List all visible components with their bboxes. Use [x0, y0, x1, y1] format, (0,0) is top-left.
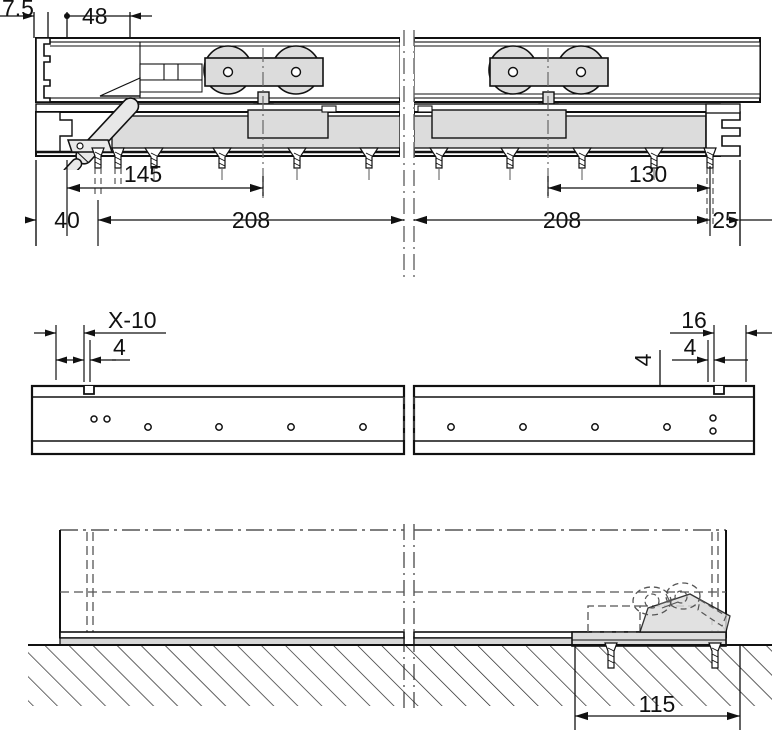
- drill-hole: [519, 423, 527, 431]
- dim-40-label: 40: [54, 207, 80, 233]
- drill-hole: [90, 415, 98, 423]
- drill-hole: [709, 414, 717, 422]
- screw: [643, 147, 665, 169]
- end-cap-right: [705, 111, 741, 157]
- dim-145-label: 145: [124, 161, 162, 187]
- drill-hole: [287, 423, 295, 431]
- dim-208-right-label: 208: [543, 207, 581, 233]
- dim-208-left-label: 208: [232, 207, 270, 233]
- fixing-screws-right: [428, 147, 717, 169]
- dim-4-vertical-label: 4: [630, 353, 656, 366]
- axle-hole: [290, 66, 302, 78]
- dim-145: 145: [66, 160, 264, 236]
- top-dimension-chain: 7.5 48: [0, 0, 152, 38]
- floor-guide-rail: [59, 631, 727, 647]
- top-view: 7.5 48: [0, 0, 772, 280]
- dim-x10-label: X-10: [108, 307, 157, 333]
- dim-7-5-label: 7.5: [2, 0, 34, 21]
- dim-48-label: 48: [82, 3, 108, 29]
- drill-hole: [103, 415, 111, 423]
- dim-x10-chain: X-10 4: [34, 307, 166, 382]
- dim-16-chain: 16 4: [670, 307, 772, 382]
- fixing-screws-left: [91, 147, 380, 169]
- floor-guide-plate: [571, 631, 727, 647]
- rail-profile-left: [30, 384, 406, 456]
- rail-profile-right: [412, 384, 756, 456]
- dim-4-left-label: 4: [113, 334, 126, 360]
- drill-hole: [215, 423, 223, 431]
- screw-centre-lines: [153, 168, 655, 182]
- carriage-body: [489, 57, 609, 87]
- centre-break-lines: [403, 30, 415, 280]
- axle-hole: [575, 66, 587, 78]
- carriage-mount-plate: [431, 109, 567, 139]
- dim-130: 130: [547, 161, 711, 236]
- dim-bottom-chain: 40 208 208 25: [25, 160, 772, 246]
- screw: [143, 147, 165, 169]
- screw: [428, 147, 450, 169]
- screw: [703, 147, 717, 169]
- carriage-body: [204, 57, 324, 87]
- drill-hole: [591, 423, 599, 431]
- bottom-damper-detail: [587, 582, 731, 633]
- screw: [358, 147, 380, 169]
- carriage-mount-plate: [247, 109, 329, 139]
- dim-130-label: 130: [629, 161, 667, 187]
- middle-view: X-10 4 16 4 4: [30, 307, 772, 456]
- screw: [604, 642, 618, 669]
- damper-bracket: [66, 139, 114, 153]
- screw: [211, 147, 233, 169]
- drill-hole: [709, 427, 717, 435]
- drill-hole: [144, 423, 152, 431]
- middle-break-lines: [403, 397, 415, 441]
- floor-hatching: [28, 644, 772, 706]
- top-view-right-half: [414, 37, 761, 169]
- bottom-view: 115: [28, 524, 772, 730]
- screw: [571, 147, 593, 169]
- top-view-left-half: [35, 37, 400, 170]
- dim-25-label: 25: [712, 207, 738, 233]
- soft-close-damper-left: [62, 97, 140, 170]
- screw: [499, 147, 521, 169]
- damper-piston-rod: [62, 158, 83, 170]
- dim-115: 115: [574, 645, 741, 730]
- door-top-rail-right: [414, 103, 741, 157]
- dim-16-label: 16: [681, 307, 707, 333]
- drill-hole: [447, 423, 455, 431]
- drill-hole: [663, 423, 671, 431]
- axle-hole: [507, 66, 519, 78]
- dim-4-right-label: 4: [684, 334, 697, 360]
- drill-hole: [359, 423, 367, 431]
- axle-hole: [222, 66, 234, 78]
- floor-fixing-screws: [604, 642, 722, 669]
- roller-carriage-left: [203, 45, 324, 116]
- dim-115-label: 115: [639, 691, 676, 717]
- screw: [286, 147, 308, 169]
- screw: [708, 642, 722, 669]
